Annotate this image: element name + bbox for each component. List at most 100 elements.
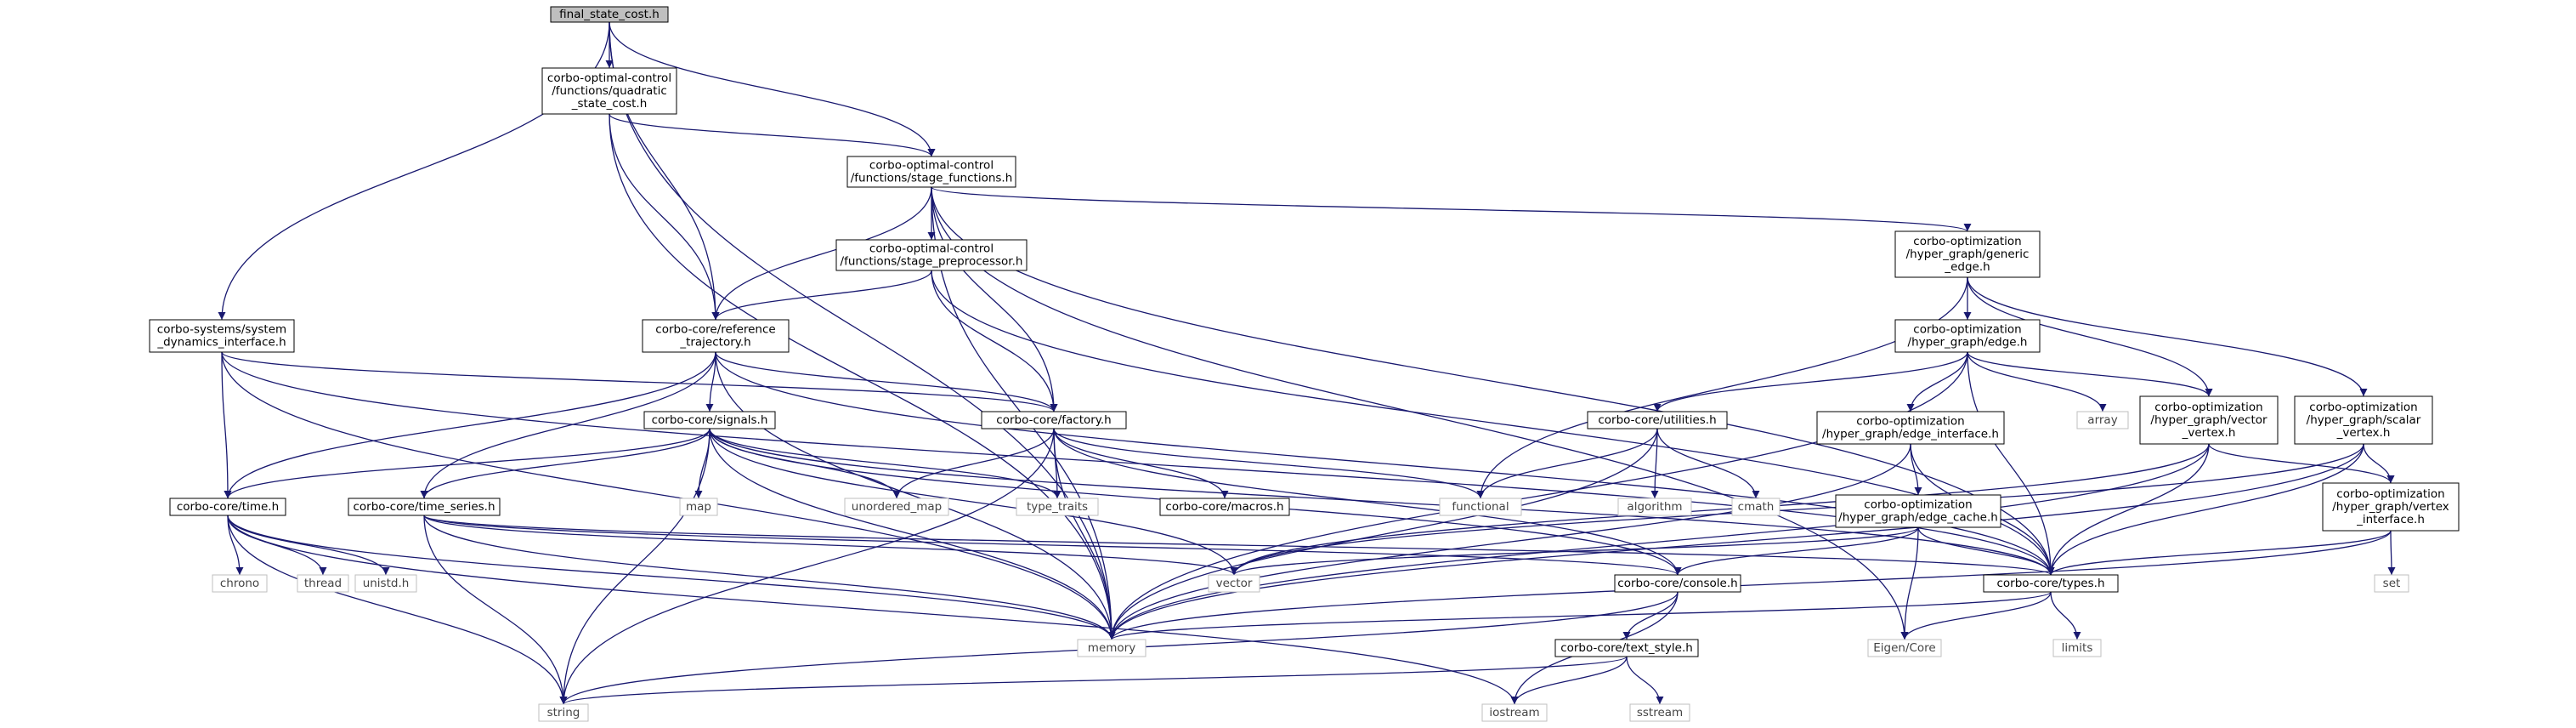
node-edge[interactable]: corbo-optimization/hyper_graph/edge.h	[1894, 319, 2041, 353]
node-label: corbo-core/text_style.h	[1560, 641, 1693, 655]
edge-stage_functions-to-eigen_core	[931, 186, 1909, 640]
node-map: map	[679, 498, 718, 516]
edge-time_series-to-string	[423, 515, 568, 705]
node-label: chrono	[220, 577, 259, 590]
edge-edge-to-array	[1967, 351, 2107, 412]
node-vertex_interface[interactable]: corbo-optimization/hyper_graph/vertex_in…	[2322, 482, 2460, 532]
edge-time-to-memory	[227, 515, 1116, 640]
node-limits: limits	[2052, 639, 2102, 657]
node-label: /hyper_graph/edge_cache.h	[1838, 511, 1998, 525]
node-console[interactable]: corbo-core/console.h	[1614, 574, 1741, 593]
edge-edge_cache-to-eigen_core	[1900, 526, 1919, 640]
node-factory[interactable]: corbo-core/factory.h	[981, 411, 1127, 429]
node-label: unordered_map	[852, 500, 942, 514]
edge-edge_interface-to-memory	[1107, 443, 1911, 640]
node-label: /hyper_graph/vertex	[2332, 500, 2449, 514]
node-label: corbo-core/types.h	[1996, 577, 2104, 590]
node-macros[interactable]: corbo-core/macros.h	[1159, 498, 1290, 516]
node-types[interactable]: corbo-core/types.h	[1983, 574, 2119, 593]
edge-signals-to-type_traits	[709, 428, 1062, 499]
node-box	[169, 498, 286, 516]
node-box	[1587, 411, 1728, 429]
node-reference_trajectory[interactable]: corbo-core/reference_trajectory.h	[642, 319, 790, 353]
node-label: corbo-core/time_series.h	[353, 500, 495, 514]
edge-utilities-to-memory	[1107, 428, 1658, 640]
node-label: corbo-optimization	[1913, 323, 2021, 337]
node-quadratic_state_cost[interactable]: corbo-optimal-control/functions/quadrati…	[541, 67, 677, 115]
edge-time_series-to-vector	[423, 515, 1238, 576]
edge-vector_vertex-to-vertex_interface	[2208, 443, 2395, 484]
node-time_series[interactable]: corbo-core/time_series.h	[348, 498, 501, 516]
node-box	[981, 411, 1127, 429]
edge-vertex_interface-to-memory	[1107, 530, 2392, 640]
node-box	[2076, 411, 2129, 429]
node-edge_interface[interactable]: corbo-optimization/hyper_graph/edge_inte…	[1816, 411, 2005, 445]
node-box	[1159, 498, 1290, 516]
node-utilities[interactable]: corbo-core/utilities.h	[1587, 411, 1728, 429]
node-text_style[interactable]: corbo-core/text_style.h	[1554, 639, 1699, 657]
node-stage_functions[interactable]: corbo-optimal-control/functions/stage_fu…	[846, 156, 1016, 188]
node-label: iostream	[1489, 706, 1539, 719]
node-label: functional	[1452, 500, 1509, 514]
edge-edge-to-memory	[1107, 351, 1968, 640]
node-box	[1894, 230, 2041, 278]
node-stage_preprocessor[interactable]: corbo-optimal-control/functions/stage_pr…	[835, 239, 1028, 271]
node-label: corbo-optimization	[1856, 415, 1964, 429]
node-box	[297, 574, 349, 593]
node-label: /hyper_graph/generic	[1906, 247, 2030, 261]
edge-text_style-to-sstream	[1626, 656, 1664, 705]
node-label: corbo-optimal-control	[869, 159, 994, 173]
node-box	[354, 574, 417, 593]
node-root[interactable]: final_state_cost.h	[550, 6, 669, 23]
edge-scalar_vertex-to-vector	[1230, 443, 2364, 576]
node-system_dynamics_interface[interactable]: corbo-systems/system_dynamics_interface.…	[149, 319, 295, 353]
node-label: limits	[2062, 641, 2093, 655]
node-memory: memory	[1077, 639, 1146, 657]
node-label: corbo-optimization	[2336, 487, 2444, 501]
edge-utilities-to-cmath	[1656, 428, 1760, 499]
node-chrono: chrono	[212, 574, 268, 593]
edge-quadratic_state_cost-to-reference_trajectory	[609, 113, 720, 321]
edge-console-to-text_style	[1622, 591, 1679, 640]
node-thread: thread	[297, 574, 349, 593]
node-box	[2294, 395, 2433, 445]
edge-system_dynamics_interface-to-types	[221, 351, 2055, 576]
node-generic_edge[interactable]: corbo-optimization/hyper_graph/generic_e…	[1894, 230, 2041, 278]
node-label: /hyper_graph/vector	[2150, 413, 2267, 427]
edge-types-to-eigen_core	[1900, 591, 2052, 640]
node-unordered_map: unordered_map	[844, 498, 949, 516]
edge-text_style-to-iostream	[1510, 656, 1628, 705]
node-box	[149, 319, 295, 353]
node-box	[1614, 574, 1741, 593]
edge-text_style-to-string	[559, 656, 1628, 705]
edge-vertex_interface-to-set	[2387, 530, 2396, 576]
node-box	[846, 156, 1016, 188]
node-label: corbo-optimization	[2309, 401, 2417, 414]
node-vector_vertex[interactable]: corbo-optimization/hyper_graph/vector_ve…	[2139, 395, 2279, 445]
edge-scalar_vertex-to-vertex_interface	[2363, 443, 2395, 484]
node-label: _edge.h	[1944, 260, 1990, 274]
edge-utilities-to-functional	[1476, 428, 1658, 499]
edge-system_dynamics_interface-to-memory	[221, 351, 1116, 640]
edge-signals-to-vector	[709, 428, 1238, 576]
node-label: _state_cost.h	[571, 97, 648, 111]
node-edge_cache[interactable]: corbo-optimization/hyper_graph/edge_cach…	[1835, 494, 2001, 528]
edge-stage_functions-to-reference_trajectory	[711, 186, 932, 321]
node-cmath: cmath	[1731, 498, 1781, 516]
edge-time-to-string	[227, 515, 568, 705]
node-scalar_vertex[interactable]: corbo-optimization/hyper_graph/scalar_ve…	[2294, 395, 2433, 445]
node-label: thread	[304, 577, 342, 590]
edge-factory-to-macros	[1053, 428, 1229, 499]
edge-root-to-reference_trajectory	[609, 21, 720, 321]
edge-time-to-iostream	[227, 515, 1519, 705]
node-label: /functions/quadratic	[552, 84, 667, 98]
node-label: /hyper_graph/scalar	[2307, 413, 2421, 427]
node-signals[interactable]: corbo-core/signals.h	[643, 411, 776, 429]
node-array: array	[2076, 411, 2129, 429]
node-box	[541, 67, 677, 115]
node-vector: vector	[1208, 574, 1260, 593]
node-box	[550, 6, 669, 23]
node-time[interactable]: corbo-core/time.h	[169, 498, 286, 516]
node-box	[1016, 498, 1099, 516]
node-label: string	[547, 706, 580, 719]
